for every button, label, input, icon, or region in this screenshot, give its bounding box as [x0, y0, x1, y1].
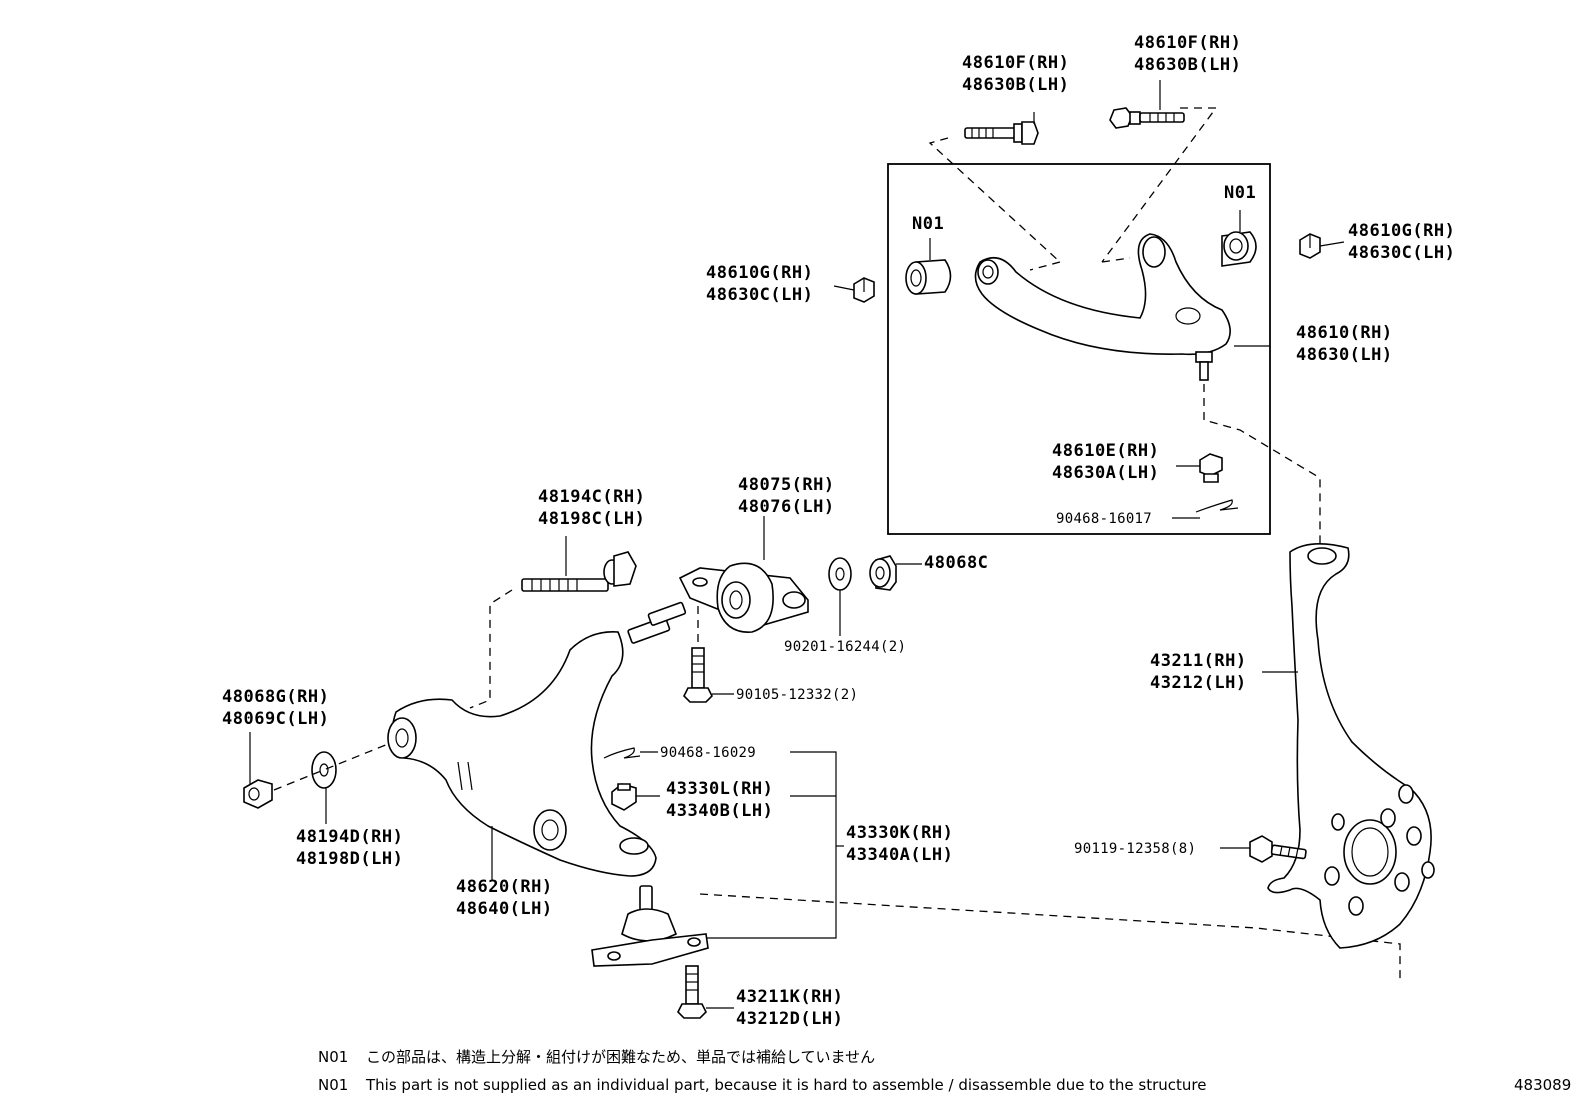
callout-48620: 48620(RH)48640(LH) — [456, 877, 553, 919]
bushing-n01-right — [1221, 210, 1257, 267]
washer-90201 — [828, 557, 852, 636]
callout-43330K: 43330K(RH)43340A(LH) — [846, 823, 954, 865]
callout-48610F-right: 48610F(RH)48630B(LH) — [1134, 33, 1242, 75]
callout-90468-16017: 90468-16017 — [1056, 511, 1153, 527]
callout-43211K: 43211K(RH)43212D(LH) — [736, 987, 844, 1029]
nut-48068C — [869, 555, 922, 591]
nut-43330L — [611, 783, 660, 811]
cam-bolt-48194C — [521, 536, 637, 592]
callout-48610E: 48610E(RH)48630A(LH) — [1052, 441, 1160, 483]
ball-joint-43330K — [591, 885, 709, 967]
callout-48068G: 48068G(RH)48069C(LH) — [222, 687, 330, 729]
cam-bolt-dash — [469, 589, 513, 709]
callout-43211: 43211(RH)43212(LH) — [1150, 651, 1247, 693]
callout-48610G-right: 48610G(RH)48630C(LH) — [1348, 221, 1456, 263]
callout-48075: 48075(RH)48076(LH) — [738, 475, 835, 517]
upper-arm-bolt-right — [1109, 107, 1185, 129]
callout-90105: 90105-12332(2) — [736, 687, 859, 703]
upper-control-arm — [974, 233, 1270, 381]
bolt-90119 — [1220, 835, 1307, 863]
upper-arm-bolt-left — [964, 121, 1039, 145]
lower-control-arm — [387, 601, 687, 880]
nut-48610E — [1176, 453, 1223, 483]
bolt-90105 — [683, 606, 734, 703]
steering-knuckle — [1262, 543, 1435, 949]
nut-48610G-right — [1299, 233, 1345, 259]
bolt-43211K — [677, 965, 734, 1019]
callout-48194D: 48194D(RH)48198D(LH) — [296, 827, 404, 869]
upper-arm-assembly-box — [887, 163, 1271, 535]
washer-48194D — [311, 751, 337, 824]
callout-48194C: 48194C(RH)48198C(LH) — [538, 487, 646, 529]
callout-90201: 90201-16244(2) — [784, 639, 907, 655]
callout-n01-right: N01 — [1224, 183, 1257, 203]
callout-90468-16029: 90468-16029 — [660, 745, 757, 761]
upper-bolt-dash-lines — [928, 107, 1218, 271]
callout-48610G-left: 48610G(RH)48630C(LH) — [706, 263, 814, 305]
bushing-n01-left — [905, 238, 952, 295]
bushing-48075 — [678, 516, 809, 633]
callout-90119: 90119-12358(8) — [1074, 841, 1197, 857]
nut-48610G-left — [833, 277, 875, 303]
group-bracket-43330K — [686, 751, 844, 939]
balljoint-knuckle-dash — [699, 893, 1401, 980]
callout-48610F-left: 48610F(RH)48630B(LH) — [962, 53, 1070, 95]
upper-balljoint-dash — [1203, 384, 1321, 552]
callout-43330L: 43330L(RH)43340B(LH) — [666, 779, 774, 821]
callout-48610: 48610(RH)48630(LH) — [1296, 323, 1393, 365]
callout-48068C: 48068C — [924, 553, 989, 573]
cotter-pin-upper — [1172, 499, 1239, 519]
cotter-pin-lower — [603, 747, 658, 759]
nut-48068G — [243, 732, 273, 809]
callout-n01-left: N01 — [912, 214, 945, 234]
figure-number: 483089 — [1514, 1076, 1572, 1094]
lower-bushing-dash — [273, 743, 389, 791]
